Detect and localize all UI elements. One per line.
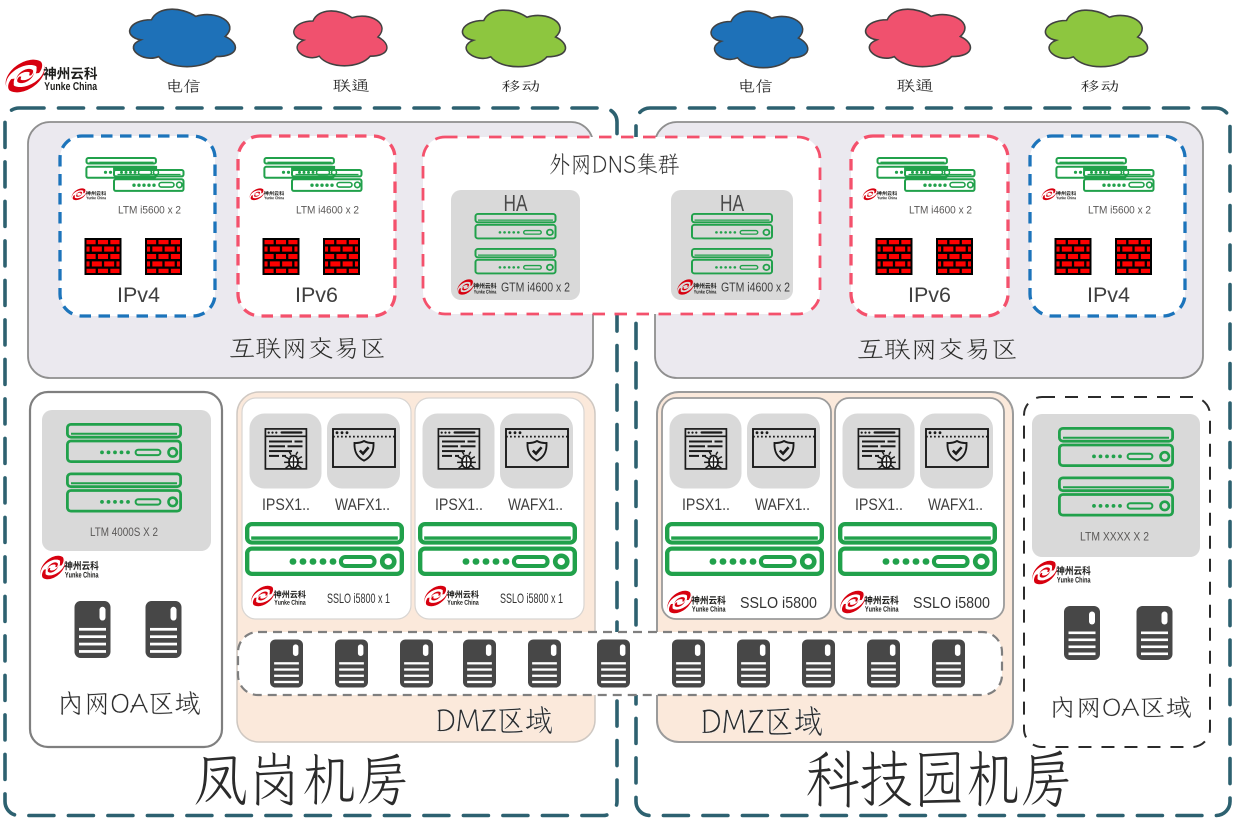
svg-text:IPv4: IPv4 <box>1087 284 1130 307</box>
svg-text:IPSX1..: IPSX1.. <box>682 496 730 514</box>
svg-text:HA: HA <box>504 190 528 216</box>
svg-text:SSLO i5800: SSLO i5800 <box>740 595 817 612</box>
svg-text:IPv6: IPv6 <box>908 284 951 307</box>
svg-text:LTM i4600 x 2: LTM i4600 x 2 <box>296 205 359 217</box>
svg-text:GTM i4600 x 2: GTM i4600 x 2 <box>501 281 570 295</box>
svg-text:LTM i4600 x 2: LTM i4600 x 2 <box>909 205 972 217</box>
svg-text:LTM i5600 x 2: LTM i5600 x 2 <box>1088 205 1151 217</box>
svg-text:WAFX1..: WAFX1.. <box>755 496 810 514</box>
svg-text:IPSX1..: IPSX1.. <box>855 496 903 514</box>
svg-text:WAFX1..: WAFX1.. <box>928 496 983 514</box>
svg-text:IPSX1..: IPSX1.. <box>435 496 483 514</box>
svg-text:LTM 4000S X 2: LTM 4000S X 2 <box>90 525 158 539</box>
svg-text:SSLO i5800: SSLO i5800 <box>913 595 990 612</box>
svg-text:WAFX1..: WAFX1.. <box>508 496 563 514</box>
svg-text:IPv6: IPv6 <box>295 284 338 307</box>
svg-text:WAFX1..: WAFX1.. <box>335 496 390 514</box>
svg-text:SSLO i5800 x 1: SSLO i5800 x 1 <box>500 590 563 606</box>
svg-text:IPv4: IPv4 <box>117 284 160 307</box>
svg-text:HA: HA <box>720 190 744 216</box>
svg-text:IPSX1..: IPSX1.. <box>262 496 310 514</box>
svg-text:SSLO i5800 x 1: SSLO i5800 x 1 <box>327 590 390 606</box>
svg-text:LTM XXXX X 2: LTM XXXX X 2 <box>1080 530 1149 544</box>
svg-text:LTM i5600 x 2: LTM i5600 x 2 <box>118 205 181 217</box>
svg-text:GTM i4600 x 2: GTM i4600 x 2 <box>721 281 790 295</box>
